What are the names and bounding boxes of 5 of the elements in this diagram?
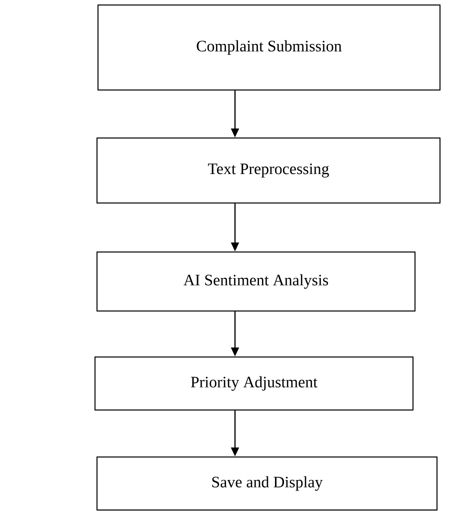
process-box: Complaint Submission: [98, 4, 440, 90]
process-box: Save and Display: [96, 456, 438, 510]
process-box: Text Preprocessing: [96, 138, 440, 204]
process-box: Priority Adjustment: [94, 356, 414, 410]
process-box: AI Sentiment Analysis: [96, 252, 416, 312]
